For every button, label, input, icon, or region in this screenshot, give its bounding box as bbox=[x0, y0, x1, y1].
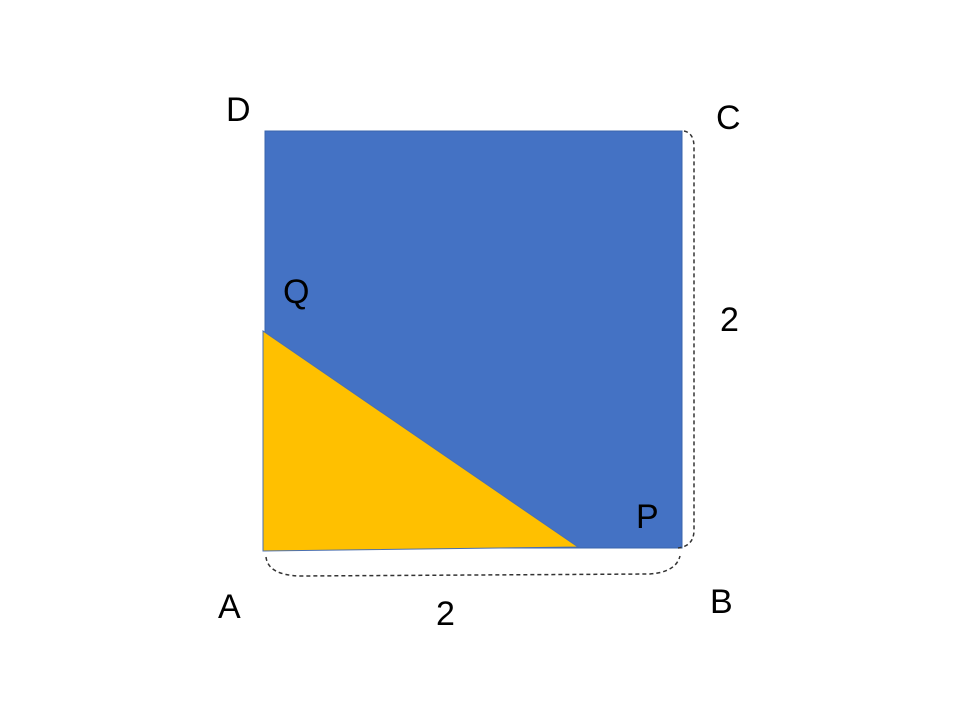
vertex-label-p: P bbox=[636, 498, 659, 536]
triangle-aqp bbox=[262, 330, 580, 552]
bottom-side-length-label: 2 bbox=[436, 595, 455, 633]
vertex-label-q: Q bbox=[283, 273, 309, 311]
vertex-label-a: A bbox=[218, 588, 241, 626]
vertex-label-c: C bbox=[716, 99, 741, 137]
vertex-label-d: D bbox=[226, 91, 251, 129]
bottom-dimension-brace bbox=[265, 555, 681, 577]
right-side-length-label: 2 bbox=[720, 301, 739, 339]
right-dimension-brace bbox=[677, 130, 695, 549]
vertex-label-b: B bbox=[710, 583, 733, 621]
